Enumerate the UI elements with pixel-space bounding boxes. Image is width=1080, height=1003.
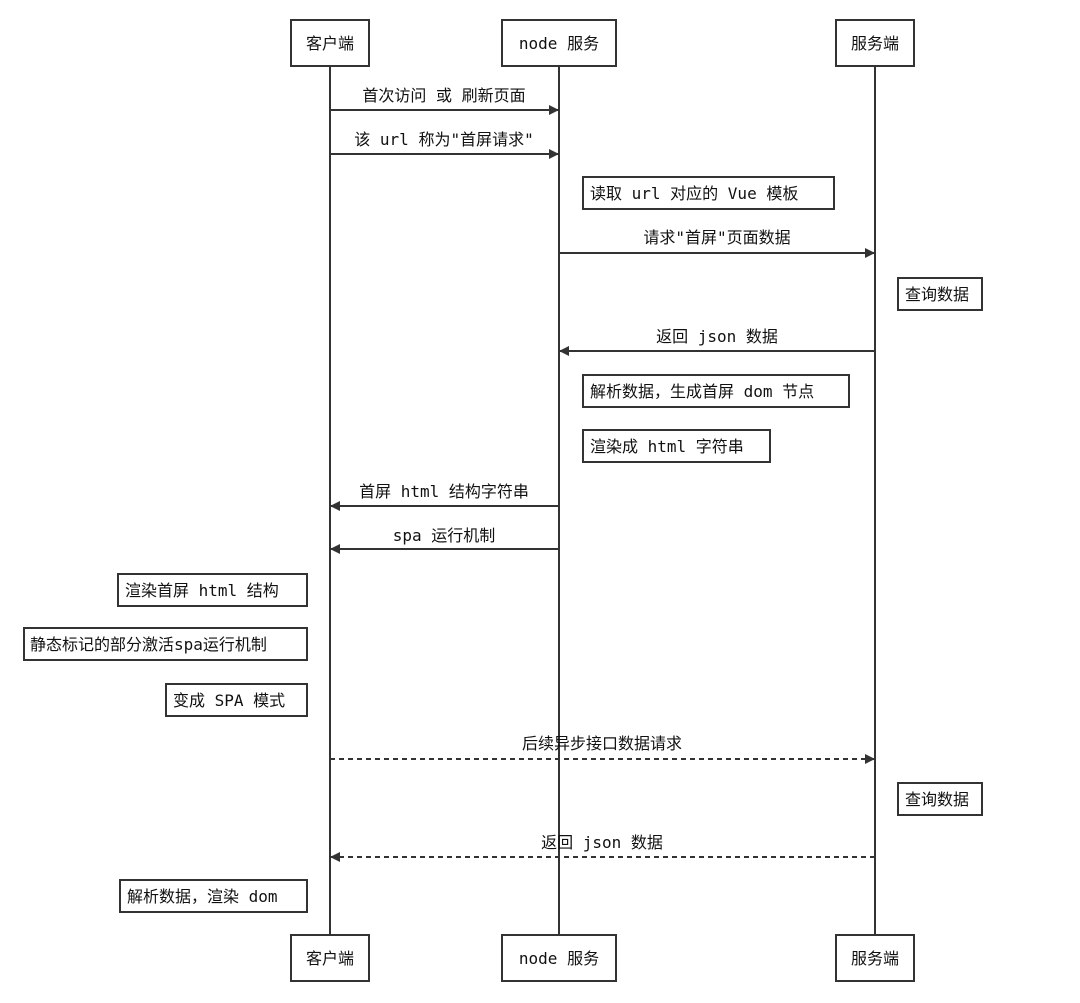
message-first-visit: 首次访问 或 刷新页面	[330, 86, 559, 115]
message-async-request: 后续异步接口数据请求	[330, 734, 875, 764]
note-render-first-screen: 渲染首屏 html 结构	[117, 573, 308, 607]
message-async-return-json: 返回 json 数据	[330, 833, 875, 862]
note-parse-render-dom: 解析数据，渲染 dom	[119, 879, 308, 913]
message-first-screen-html: 首屏 html 结构字符串	[330, 482, 559, 511]
message-label: 该 url 称为"首屏请求"	[354, 130, 533, 149]
participant-server-bottom: 服务端	[835, 934, 915, 982]
message-label: 返回 json 数据	[656, 327, 778, 346]
participant-label: 服务端	[851, 34, 899, 53]
participant-label: 客户端	[306, 34, 354, 53]
note-label: 解析数据，生成首屏 dom 节点	[590, 382, 814, 401]
note-query-data: 查询数据	[897, 277, 983, 311]
note-label: 查询数据	[905, 285, 969, 304]
note-become-spa: 变成 SPA 模式	[165, 683, 308, 717]
participant-node-top: node 服务	[501, 19, 617, 67]
participant-client-top: 客户端	[290, 19, 370, 67]
participant-label: node 服务	[519, 949, 599, 968]
participant-server-top: 服务端	[835, 19, 915, 67]
message-first-screen-request: 该 url 称为"首屏请求"	[330, 130, 559, 159]
participant-label: node 服务	[519, 34, 599, 53]
participant-client-bottom: 客户端	[290, 934, 370, 982]
note-label: 解析数据，渲染 dom	[127, 887, 278, 906]
participant-node-bottom: node 服务	[501, 934, 617, 982]
message-return-json: 返回 json 数据	[559, 327, 875, 356]
message-label: spa 运行机制	[393, 526, 496, 545]
note-label: 渲染成 html 字符串	[590, 437, 744, 456]
note-label: 静态标记的部分激活spa运行机制	[30, 635, 267, 654]
message-label: 请求"首屏"页面数据	[643, 228, 790, 247]
note-activate-spa: 静态标记的部分激活spa运行机制	[23, 627, 308, 661]
message-spa-mechanism: spa 运行机制	[330, 526, 559, 554]
note-label: 渲染首屏 html 结构	[125, 581, 279, 600]
participant-label: 客户端	[306, 949, 354, 968]
note-label: 查询数据	[905, 790, 969, 809]
message-label: 返回 json 数据	[541, 833, 663, 852]
note-label: 变成 SPA 模式	[173, 691, 285, 710]
message-label: 首屏 html 结构字符串	[359, 482, 529, 501]
note-query-data-2: 查询数据	[897, 782, 983, 816]
note-label: 读取 url 对应的 Vue 模板	[590, 184, 798, 203]
message-label: 首次访问 或 刷新页面	[362, 86, 525, 105]
message-label: 后续异步接口数据请求	[522, 734, 682, 753]
note-read-vue-template: 读取 url 对应的 Vue 模板	[582, 176, 835, 210]
participant-label: 服务端	[851, 949, 899, 968]
note-parse-generate-dom: 解析数据，生成首屏 dom 节点	[582, 374, 850, 408]
note-render-html-string: 渲染成 html 字符串	[582, 429, 771, 463]
message-request-page-data: 请求"首屏"页面数据	[559, 228, 875, 258]
